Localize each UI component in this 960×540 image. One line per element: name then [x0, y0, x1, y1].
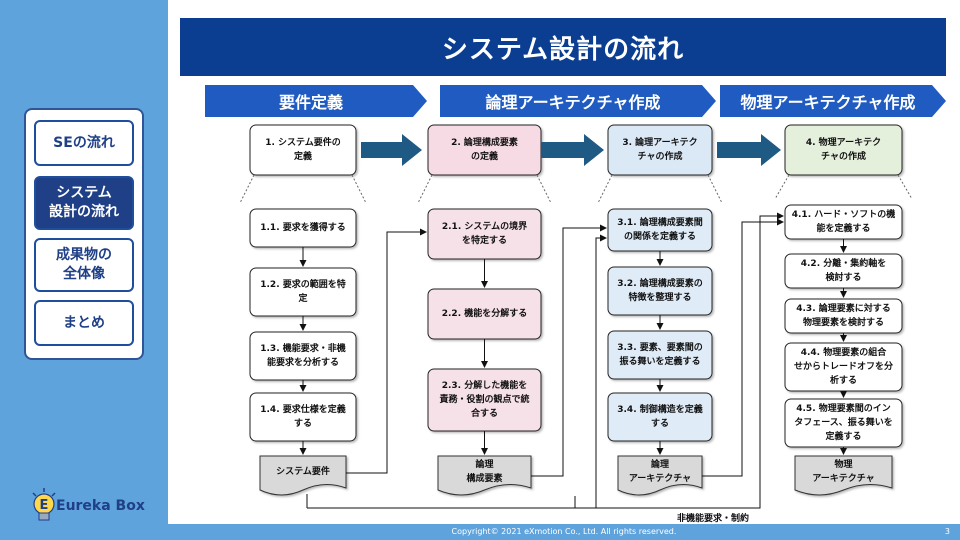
feed-line: [531, 224, 607, 477]
expand-line: [417, 174, 433, 204]
expand-line: [536, 174, 552, 204]
footer: Copyright© 2021 eXmotion Co., Ltd. All r…: [168, 524, 960, 540]
connector-arrow: [717, 134, 781, 166]
logo-text: Eureka Box: [56, 498, 145, 514]
nav-item-se-flow[interactable]: SEの流れ: [34, 120, 134, 166]
nav-item-system-design-flow[interactable]: システム 設計の流れ: [34, 176, 134, 230]
expand-line: [774, 174, 790, 200]
lightbulb-icon: E: [32, 488, 56, 521]
phase-arrow: [205, 85, 427, 117]
deliverable-label: システム要件: [276, 467, 330, 477]
step-label: 3.3. 要素、要素間の 振る舞いを定義する: [617, 343, 703, 367]
deliverable-label: 論理 アーキテクチャ: [628, 460, 692, 484]
phase-label-1: 要件定義: [278, 93, 343, 112]
step-label: 4.3. 論理要素に対する 物理要素を検討する: [796, 304, 891, 328]
step-label: 3.2. 論理構成要素の 特徴を整理する: [617, 279, 703, 303]
expand-line: [597, 174, 613, 204]
connector-arrow: [361, 134, 422, 166]
phase-label-3: 物理アーキテクチャ作成: [740, 93, 916, 112]
svg-text:E: E: [40, 498, 49, 513]
copyright-text: Copyright© 2021 eXmotion Co., Ltd. All r…: [451, 527, 677, 536]
step-label: 1.1. 要求を獲得する: [260, 223, 346, 233]
phase-arrow: [720, 85, 946, 117]
feed-line: [702, 218, 784, 477]
step-label: 1.4. 要求仕様を定義 する: [260, 405, 346, 429]
page-title: システム設計の流れ: [180, 18, 946, 76]
step-label: 3.4. 制御構造を定義 する: [617, 405, 703, 429]
step-label: 2.3. 分解した機能を 責務・役割の観点で統 合する: [439, 381, 530, 419]
page-number: 3: [944, 527, 950, 536]
feed-line: [595, 234, 607, 508]
nav-item-deliverables-overview[interactable]: 成果物の 全体像: [34, 238, 134, 292]
step-label: 4.4. 物理要素の組合 せからトレードオフを分 析する: [793, 348, 893, 386]
process-header-label: 2. 論理構成要素 の定義: [451, 138, 518, 162]
step-label: 4.1. ハード・ソフトの機 能を定義する: [791, 210, 896, 234]
step-label: 1.2. 要求の範囲を特 定: [260, 280, 346, 304]
expand-line: [897, 174, 913, 200]
process-header-label: 1. システム要件の 定義: [265, 138, 341, 162]
phase-label-2: 論理アーキテクチャ作成: [485, 93, 661, 112]
feed-line: [346, 228, 427, 474]
nonfunctional-requirements-note: 非機能要求・制約: [677, 514, 750, 524]
process-header-box: [249, 124, 357, 176]
step-label: 4.2. 分離・集約軸を 検討する: [800, 259, 887, 283]
step-label: 2.2. 機能を分解する: [441, 309, 528, 319]
expand-line: [351, 174, 367, 204]
process-header-box: [607, 124, 713, 176]
step-label: 2.1. システムの境界 を特定する: [441, 222, 528, 246]
process-header-label: 4. 物理アーキテク チャの作成: [805, 138, 882, 162]
process-header-box: [784, 124, 903, 176]
step-label: 4.5. 物理要素間のイン タフェース、振る舞いを 定義する: [794, 404, 893, 442]
side-navigation: SEの流れ システム 設計の流れ 成果物の 全体像 まとめ: [24, 108, 144, 360]
phase-arrow: [440, 85, 716, 117]
connector-arrow: [541, 134, 604, 166]
step-label: 1.3. 機能要求・非機 能要求を分析する: [260, 344, 346, 368]
expand-line: [239, 174, 255, 204]
deliverable-document: [794, 455, 893, 496]
deliverable-document: [437, 455, 532, 496]
deliverable-document: [617, 455, 703, 496]
eureka-box-logo: E Eureka Box: [30, 486, 170, 526]
expand-line: [707, 174, 723, 204]
process-header-label: 3. 論理アーキテク チャの作成: [622, 138, 698, 162]
feed-line: [574, 212, 784, 509]
nav-item-summary[interactable]: まとめ: [34, 300, 134, 346]
deliverable-label: 論理 構成要素: [466, 460, 503, 484]
deliverable-document: [259, 455, 347, 496]
step-label: 3.1. 論理構成要素間 の関係を定義する: [617, 218, 703, 242]
deliverable-label: 物理 アーキテクチャ: [812, 460, 875, 484]
